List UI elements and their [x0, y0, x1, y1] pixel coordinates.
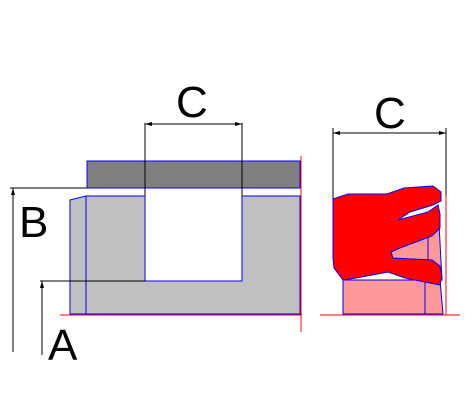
seal-profile-drawing	[320, 185, 460, 316]
dim-a-arrow	[40, 281, 44, 288]
dim-c-left-arrow-1	[145, 122, 152, 126]
groove-housing-drawing	[60, 156, 302, 332]
dim-c-left-label: C	[176, 78, 208, 127]
seal-red-body	[332, 185, 443, 286]
dim-b-arrow	[11, 188, 15, 195]
dim-c-left-arrow-2	[235, 122, 242, 126]
dimension-c-left: C	[144, 78, 243, 196]
dim-a-label: A	[48, 321, 78, 370]
dim-c-right-arrow-2	[439, 131, 446, 135]
dimension-a: A	[40, 280, 145, 370]
dimension-c-right: C	[332, 89, 447, 199]
dim-c-right-arrow-1	[333, 131, 340, 135]
dim-c-right-label: C	[374, 89, 406, 138]
piston-bar	[86, 160, 301, 189]
dim-b-label: B	[19, 198, 48, 247]
housing-body	[69, 195, 301, 315]
dimension-b: B	[10, 187, 87, 352]
